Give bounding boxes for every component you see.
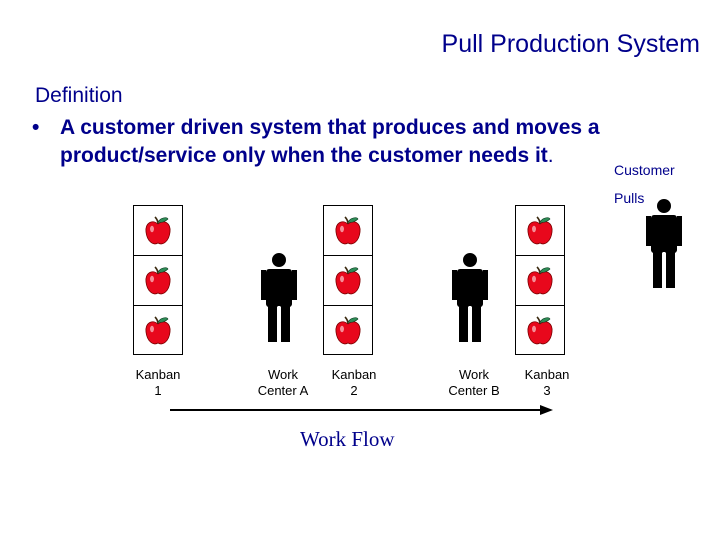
- apple-icon: [335, 316, 361, 345]
- definition-heading: Definition: [35, 84, 123, 107]
- kanban-slot: [516, 206, 564, 256]
- kanban-slot: [134, 256, 182, 306]
- apple-icon: [145, 215, 171, 244]
- apple-icon: [335, 265, 361, 294]
- kanban-slot: [324, 306, 372, 356]
- apple-icon: [527, 265, 553, 294]
- bullet-marker: •: [32, 116, 40, 139]
- pulls-label: Pulls: [614, 190, 645, 206]
- apple-icon: [335, 215, 361, 244]
- work-flow-arrow: [170, 405, 553, 415]
- kanban-slot: [516, 256, 564, 306]
- definition-bullet: • A customer driven system that produces…: [32, 114, 607, 170]
- apple-icon: [145, 265, 171, 294]
- person-icon: [261, 253, 297, 342]
- kanban-slot: [324, 256, 372, 306]
- apple-icon: [527, 215, 553, 244]
- customer-person-icon: [646, 199, 682, 288]
- kanban-1-box: [133, 205, 183, 355]
- kanban-slot: [516, 306, 564, 356]
- kanban-slot: [134, 306, 182, 356]
- kanban-slot: [134, 206, 182, 256]
- apple-icon: [145, 316, 171, 345]
- customer-label: Customer: [614, 162, 675, 178]
- apple-icon: [527, 316, 553, 345]
- arrow-head: [540, 405, 553, 415]
- person-icon: [452, 253, 488, 342]
- definition-period: .: [547, 144, 554, 167]
- slide-title: Pull Production System: [441, 30, 700, 58]
- work-flow-label: Work Flow: [300, 427, 395, 451]
- kanban-2-box: [323, 205, 373, 355]
- definition-text: A customer driven system that produces a…: [60, 116, 600, 167]
- kanban-3-box: [515, 205, 565, 355]
- kanban-slot: [324, 206, 372, 256]
